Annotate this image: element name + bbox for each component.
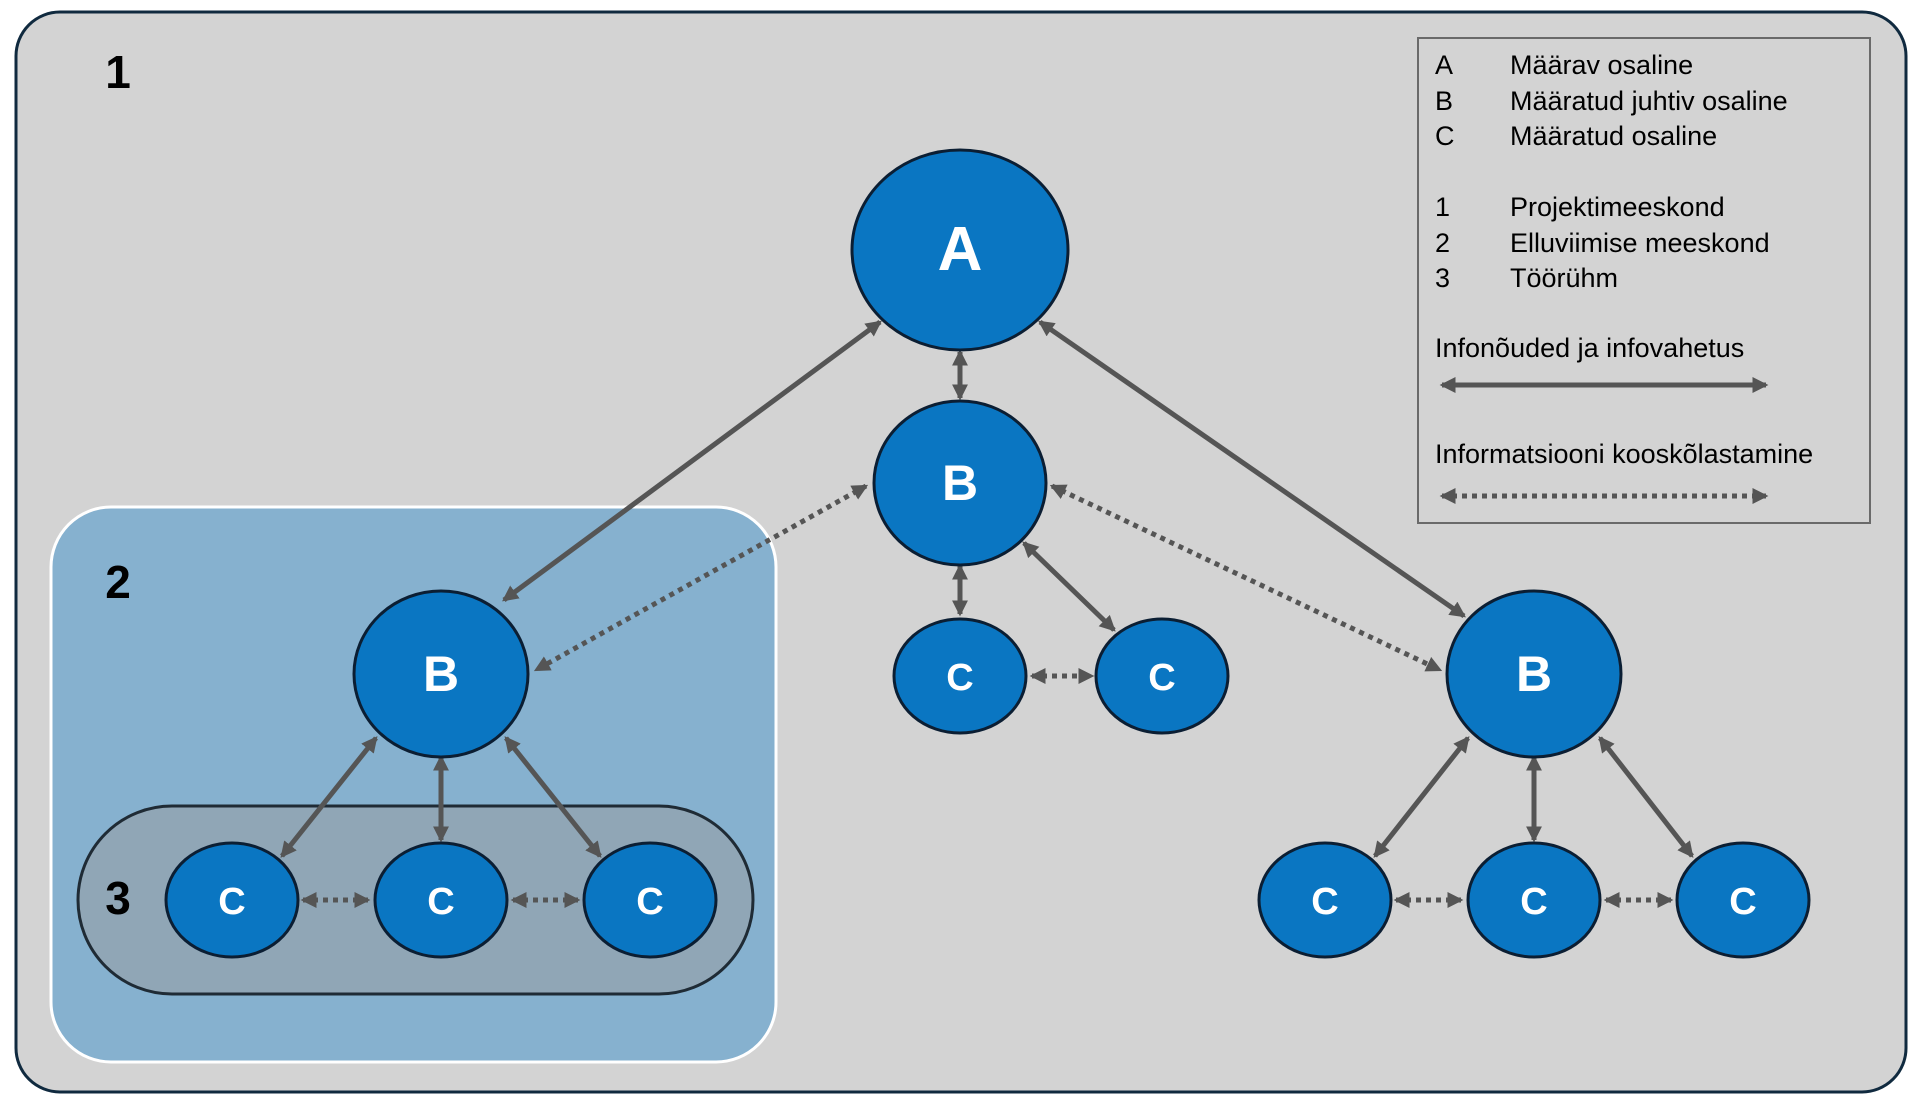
node-label: C: [1311, 881, 1338, 923]
legend-team-key-3: 3: [1435, 263, 1450, 293]
legend: A Määrav osaline B Määratud juhtiv osali…: [1417, 37, 1871, 524]
node-appointed-left-3: C: [582, 841, 718, 959]
node-label: C: [218, 881, 245, 923]
node-appointed-left-2: C: [373, 841, 509, 959]
task-team-label: 3: [105, 872, 131, 924]
link-b-center-b-left: [533, 483, 869, 673]
node-label: B: [1516, 646, 1552, 702]
project-team-label: 1: [105, 46, 131, 98]
legend-role-key-b: B: [1435, 86, 1453, 116]
legend-team-label-3: Töörühm: [1510, 263, 1618, 293]
legend-team-label-2: Elluviimise meeskond: [1510, 228, 1770, 258]
node-appointed-center-1: C: [892, 617, 1028, 735]
legend-team-label-1: Projektimeeskond: [1510, 192, 1725, 222]
node-lead-appointed-right: B: [1445, 589, 1623, 759]
node-appointed-left-1: C: [164, 841, 300, 959]
node-label: B: [423, 646, 459, 702]
legend-team-key-2: 2: [1435, 228, 1450, 258]
link-b-right-c3: [1598, 736, 1694, 858]
node-label: C: [1148, 657, 1175, 699]
legend-team-key-1: 1: [1435, 192, 1450, 222]
legend-role-key-c: C: [1435, 121, 1455, 151]
node-appointing-party: A: [850, 148, 1070, 352]
legend-role-label-a: Määrav osaline: [1510, 50, 1693, 80]
node-label: C: [1729, 881, 1756, 923]
node-appointed-right-3: C: [1675, 841, 1811, 959]
node-lead-appointed-left: B: [352, 589, 530, 759]
link-b-left-c3: [504, 736, 602, 858]
node-label: C: [1520, 881, 1547, 923]
node-label: B: [942, 455, 978, 511]
node-label: C: [946, 657, 973, 699]
node-label: C: [427, 881, 454, 923]
legend-solid-label: Infonõuded ja infovahetus: [1435, 333, 1744, 363]
node-appointed-right-1: C: [1257, 841, 1393, 959]
node-label: A: [938, 215, 983, 284]
link-b-right-c1: [1373, 736, 1470, 858]
legend-role-label-b: Määratud juhtiv osaline: [1510, 86, 1788, 116]
link-b-left-c1: [280, 736, 378, 858]
node-appointed-right-2: C: [1466, 841, 1602, 959]
dotted-connections: [300, 483, 1674, 909]
node-lead-appointed-center: B: [872, 399, 1048, 567]
legend-dotted-label: Informatsiooni kooskõlastamine: [1435, 439, 1813, 469]
node-appointed-center-2: C: [1094, 617, 1230, 735]
link-b-center-b-right: [1049, 483, 1443, 673]
legend-role-key-a: A: [1435, 50, 1453, 80]
legend-box: [1417, 37, 1871, 524]
delivery-team-label: 2: [105, 556, 131, 608]
legend-role-label-c: Määratud osaline: [1510, 121, 1717, 151]
node-label: C: [636, 881, 663, 923]
